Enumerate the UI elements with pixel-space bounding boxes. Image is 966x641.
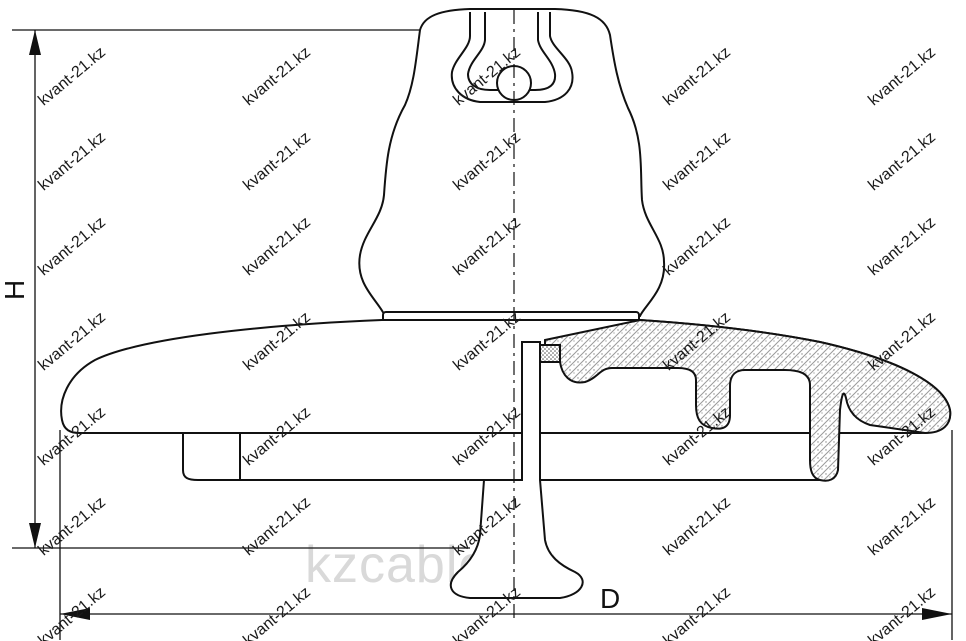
watermark-text: kvant-21.kz: [35, 494, 109, 560]
watermark-text: kvant-21.kz: [865, 44, 939, 110]
watermark-text: kvant-21.kz: [240, 129, 314, 195]
watermark-text: kvant-21.kz: [865, 494, 939, 560]
height-label: H: [0, 280, 30, 300]
cap: [358, 8, 666, 323]
watermark-text: kvant-21.kz: [240, 44, 314, 110]
watermark-text: kvant-21.kz: [35, 44, 109, 110]
watermark-text: kvant-21.kz: [240, 494, 314, 560]
watermark-text: kvant-21.kz: [35, 584, 109, 641]
watermark-text: kvant-21.kz: [660, 584, 734, 641]
watermark-text: kvant-21.kz: [660, 44, 734, 110]
watermark-text: kvant-21.kz: [660, 129, 734, 195]
diameter-label: D: [600, 583, 620, 614]
watermark-text: kvant-21.kz: [240, 214, 314, 280]
watermark-text: kvant-21.kz: [865, 214, 939, 280]
watermark-text: kvant-21.kz: [35, 129, 109, 195]
watermark-text: kvant-21.kz: [660, 494, 734, 560]
watermark-text: kvant-21.kz: [865, 309, 939, 375]
watermark-text: kvant-21.kz: [865, 129, 939, 195]
pin: [449, 341, 584, 599]
watermark-text: kvant-21.kz: [240, 584, 314, 641]
watermark-text: kvant-21.kz: [35, 214, 109, 280]
watermark-text: kvant-21.kz: [660, 214, 734, 280]
